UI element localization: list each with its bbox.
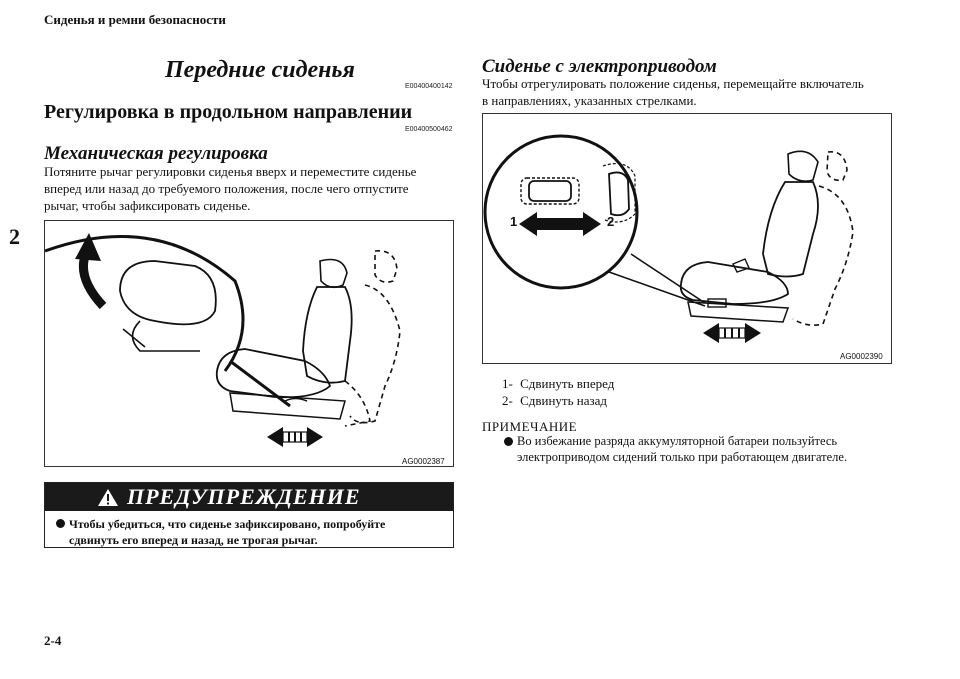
figure-label-1: 1 (510, 214, 518, 229)
switch-arrow-shaft (537, 218, 583, 230)
running-header: Сиденья и ремни безопасности (44, 12, 226, 27)
switch-arrow-right-head (583, 212, 601, 236)
zoom-callout-line (229, 359, 291, 408)
power-switch-outline (520, 177, 580, 205)
zoom-lever-outline (131, 320, 200, 352)
section-title: Передние сиденья (165, 57, 355, 83)
ghost-backrest (349, 284, 401, 424)
manual-adjust-heading: Механическая регулировка (44, 143, 268, 164)
section-title-code: E00400400142 (405, 83, 453, 90)
seat-cushion (679, 261, 789, 305)
power-seat-illustration (483, 134, 854, 343)
power-seat-heading: Сиденье с электроприводом (482, 56, 717, 77)
zoom-circle (483, 134, 639, 290)
seat-backrest (762, 181, 819, 278)
zoom-pointer-line (608, 271, 706, 307)
seat-side-switch (707, 298, 727, 308)
note-text: Во избежание разряда аккумуляторной бата… (517, 434, 848, 464)
warning-text: Чтобы убедиться, что сиденье зафиксирова… (69, 517, 386, 547)
power-seat-text: Чтобы отрегулировать положение сиденья, … (482, 76, 864, 108)
subsection-title-code: E00400500462 (405, 126, 453, 133)
figure-label-2: 2 (607, 214, 615, 229)
seat-cushion (215, 348, 332, 399)
note-title: ПРИМЕЧАНИЕ (482, 419, 578, 434)
warning-bullet (56, 519, 65, 528)
warning-triangle-icon (98, 489, 118, 506)
ghost-headrest (374, 250, 398, 283)
warning-title: ПРЕДУПРЕЖДЕНИЕ (127, 484, 361, 509)
note-bullet (504, 437, 513, 446)
manual-seat-figure: AG0002387 (44, 220, 454, 467)
figure-code: AG0002387 (402, 457, 445, 466)
page-number: 2-4 (44, 633, 62, 648)
ghost-cushion (344, 380, 371, 427)
power-switch (528, 180, 572, 202)
ghost-headrest (826, 151, 848, 182)
fore-aft-arrow (267, 427, 323, 447)
warning-box: ПРЕДУПРЕЖДЕНИЕ Чтобы убедиться, что сиде… (44, 482, 454, 548)
switch-arrow-left-head (519, 212, 537, 236)
subsection-title: Регулировка в продольном направлении (44, 101, 413, 123)
seat-backrest (302, 286, 353, 384)
manual-seat-illustration (44, 233, 401, 447)
ghost-backrest (792, 185, 854, 326)
list-item: 1- Сдвинуть вперед (502, 376, 615, 391)
fore-aft-arrow (703, 323, 761, 343)
lever-pull-arrowhead (75, 233, 101, 261)
zoom-callout-outline (44, 235, 245, 372)
seat-headrest (319, 258, 348, 289)
figure-code: AG0002390 (840, 352, 883, 361)
zoom-seat-cushion (119, 260, 217, 326)
power-seat-figure: 1 2 AG0002390 (482, 113, 892, 364)
warning-header: ПРЕДУПРЕЖДЕНИЕ (45, 483, 453, 511)
recline-switch (608, 171, 630, 217)
manual-adjust-text: Потяните рычаг регулировки сиденья вверх… (44, 164, 417, 213)
seat-base (687, 301, 790, 323)
seat-base (229, 392, 346, 420)
list-item: 2- Сдвинуть назад (502, 393, 608, 408)
chapter-tab-number: 2 (9, 224, 20, 249)
seat-headrest (787, 150, 819, 182)
